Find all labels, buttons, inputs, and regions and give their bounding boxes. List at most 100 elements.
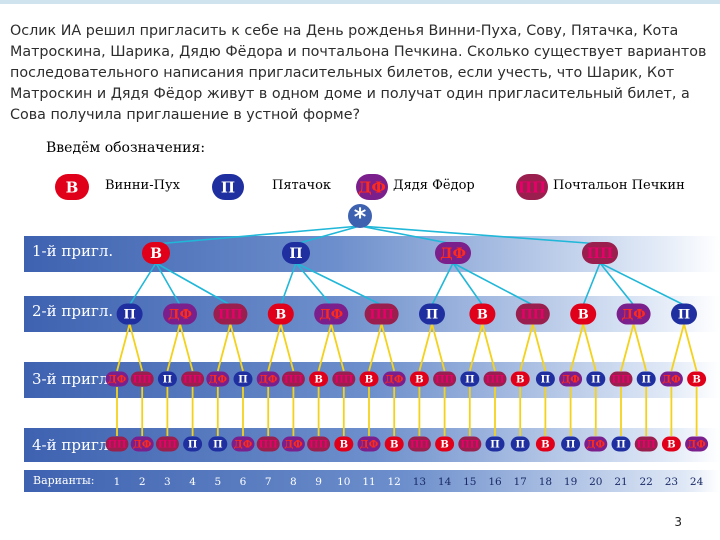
edge-l2-l3-5 <box>229 323 244 372</box>
variant-number-7: 7 <box>265 476 272 488</box>
l3-node-0: ДФ <box>105 371 129 387</box>
legend-badge-1: П <box>212 174 244 200</box>
l4-node-0: ПП <box>105 436 129 452</box>
l3-node-3: ПП <box>181 371 205 387</box>
edge-l2-l3-12 <box>418 323 433 372</box>
edge-l2-l3-21 <box>632 323 648 372</box>
l2-node-10-text: ДФ <box>622 308 646 323</box>
row-label-variants: Варианты: <box>33 474 95 487</box>
edge-l1-l2-10 <box>599 262 635 306</box>
l2-node-6-text: П <box>426 308 438 323</box>
edge-l2-l3-17 <box>531 323 547 372</box>
l4-node-13-text: В <box>440 440 448 451</box>
root-star: * <box>354 203 367 231</box>
variant-number-12: 12 <box>388 476 401 488</box>
l4-node-11: В <box>384 436 404 452</box>
l3-node-13-text: ПП <box>435 375 454 386</box>
variant-number-17: 17 <box>514 476 527 488</box>
l4-node-5-text: ДФ <box>234 440 253 451</box>
l2-node-11-text: П <box>678 308 690 323</box>
l3-node-14-text: П <box>465 375 474 386</box>
l4-node-5: ДФ <box>231 436 255 452</box>
edge-l2-l3-13 <box>431 323 446 372</box>
l3-node-10: В <box>359 371 379 387</box>
l4-node-10-text: ДФ <box>360 440 379 451</box>
l1-node-2-text: ДФ <box>440 246 466 262</box>
legend-badge-1-text: П <box>221 178 235 196</box>
l4-node-1: ДФ <box>130 436 154 452</box>
l3-node-9: ПП <box>332 371 356 387</box>
l2-node-8-text: ПП <box>521 308 546 323</box>
edge-l2-l3-0 <box>116 323 131 372</box>
l2-node-1-text: ДФ <box>168 308 192 323</box>
l3-node-1-text: ПП <box>133 375 152 386</box>
l4-node-20: П <box>611 436 631 452</box>
l2-node-4-text: ДФ <box>319 308 343 323</box>
variant-number-9: 9 <box>315 476 322 488</box>
variant-number-22: 22 <box>640 476 653 488</box>
l4-node-7-text: ДФ <box>284 440 303 451</box>
l4-node-19: ДФ <box>584 436 608 452</box>
l4-node-6: ПП <box>256 436 280 452</box>
l4-node-3-text: П <box>188 440 197 451</box>
row-label-3: 3-й пригл. <box>32 370 114 388</box>
l4-node-15-text: П <box>490 440 499 451</box>
l2-node-0-text: П <box>123 308 135 323</box>
legend-label-pyatachok: Пятачок <box>272 178 332 193</box>
edge-root-l1-1 <box>295 225 361 245</box>
l4-node-20-text: П <box>616 440 625 451</box>
l4-node-21: ПП <box>634 436 658 452</box>
variant-number-14: 14 <box>438 476 452 488</box>
row-label-4: 4-й пригл. <box>32 436 114 454</box>
edge-l1-l2-0 <box>128 262 157 306</box>
l3-node-2-text: П <box>163 375 172 386</box>
edge-l2-l3-15 <box>481 323 496 372</box>
l4-node-15: П <box>485 436 505 452</box>
l3-node-15-text: ПП <box>486 375 505 386</box>
legend-badge-0-text: В <box>66 178 79 196</box>
legend-label-dyadya-fedor: Дядя Фёдор <box>393 178 475 193</box>
variant-number-13: 13 <box>413 476 426 488</box>
l4-node-9: В <box>334 436 354 452</box>
l3-node-21: П <box>636 371 656 387</box>
variant-number-11: 11 <box>362 476 375 488</box>
l4-node-8-text: ПП <box>309 440 328 451</box>
l4-node-14: ПП <box>458 436 482 452</box>
variant-number-5: 5 <box>214 476 221 488</box>
l1-node-0: В <box>142 242 170 264</box>
legend-label-pechkin: Почтальон Печкин <box>553 178 685 193</box>
l4-node-0-text: ПП <box>108 440 127 451</box>
row-label-2: 2-й пригл. <box>32 302 114 320</box>
l2-node-2-text: ПП <box>218 308 243 323</box>
l3-node-7: ПП <box>281 371 305 387</box>
l2-node-7-text: В <box>477 308 488 323</box>
edge-l1-l2-5 <box>295 262 382 306</box>
l1-node-1: П <box>282 242 310 264</box>
l4-node-17-text: В <box>541 440 549 451</box>
l3-node-10-text: В <box>365 375 373 386</box>
edge-l2-l3-3 <box>179 323 194 372</box>
l3-node-0-text: ДФ <box>108 375 127 386</box>
edge-l2-l3-7 <box>279 323 295 372</box>
l4-node-2: ПП <box>155 436 179 452</box>
l2-node-8: ПП <box>515 303 550 325</box>
edge-l1-l2-2 <box>155 262 231 306</box>
l4-node-17: В <box>535 436 555 452</box>
root-node <box>348 204 372 228</box>
l4-node-22-text: В <box>667 440 675 451</box>
l3-node-7-text: ПП <box>284 375 303 386</box>
legend-title: Введём обозначения: <box>46 140 206 156</box>
l4-node-22: В <box>661 436 681 452</box>
l3-node-2: П <box>157 371 177 387</box>
l3-node-4-text: ДФ <box>209 375 228 386</box>
l3-node-22: ДФ <box>659 371 683 387</box>
l4-node-16-text: П <box>515 440 524 451</box>
page-number: 3 <box>674 515 682 529</box>
l3-node-23: В <box>687 371 707 387</box>
legend-label-vinni: Винни-Пух <box>105 178 180 193</box>
l4-node-13: В <box>435 436 455 452</box>
l4-node-8: ПП <box>307 436 331 452</box>
l1-node-3: ПП <box>582 242 618 264</box>
l4-node-11-text: В <box>390 440 398 451</box>
